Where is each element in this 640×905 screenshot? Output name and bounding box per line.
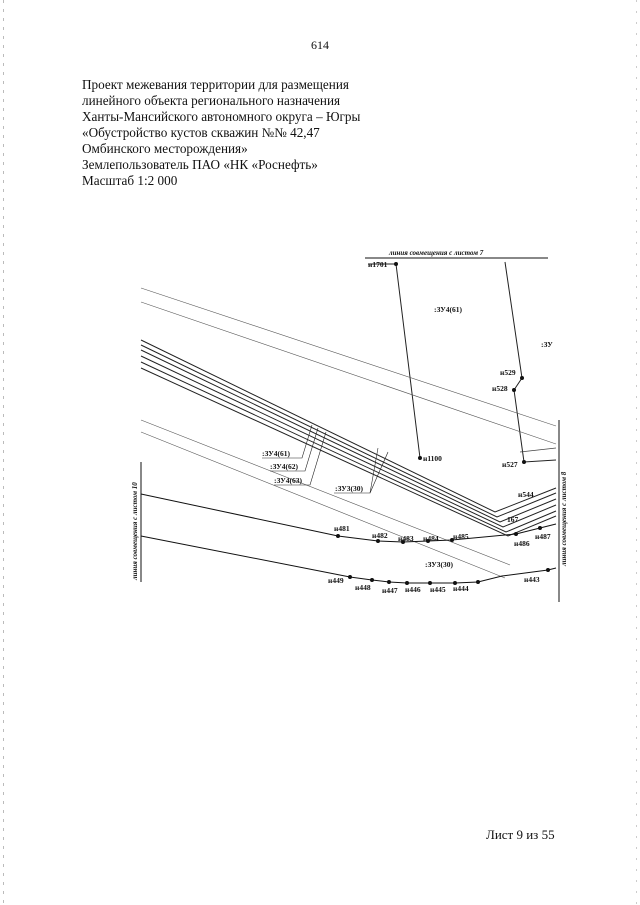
zone-label: :ЗУ4(62) [270,462,299,471]
parcel-boundary-right [504,261,557,463]
point-label: н446 [405,585,421,594]
document-header: Проект межевания территории для размещен… [82,77,360,189]
header-line: Омбинского месторождения» [82,141,248,156]
point-label: н481 [334,524,350,533]
scan-edge-left [3,0,4,905]
point-label: н484 [423,534,439,543]
zone-label: :ЗУ3(30) [425,560,454,569]
point-label: н544 [518,490,534,499]
corridor-lines [140,287,557,579]
header-line: «Обустройство кустов скважин №№ 42,47 [82,125,320,140]
point-label: н527 [502,460,518,469]
sheet-number: Лист 9 из 55 [486,827,555,842]
point-label: н483 [398,534,414,543]
point-label: н444 [453,584,469,593]
zone-label: :ЗУ4(63) [274,476,303,485]
scan-edge-right [636,0,637,905]
leader-lines [262,424,389,494]
header-line: Проект межевания территории для размещен… [82,77,349,92]
point-label: н529 [500,368,516,377]
header-line: Ханты-Мансийского автономного округа – Ю… [82,109,361,124]
zone-label: :ЗУ4(61) [262,449,291,458]
point-label: 167 [507,515,519,524]
point-label: н485 [453,532,469,541]
caption-match-top: линия совмещения с листом 7 [388,249,484,257]
point-label: н482 [372,531,388,540]
point-label: н486 [514,539,530,548]
zone-label: :ЗУ3(30) [335,484,364,493]
parcel-boundary-61 [368,263,421,459]
caption-match-left: линия совмещения с листом 10 [131,482,139,581]
caption-match-right: линия совмещения с листом 8 [560,471,568,567]
point-label: н528 [492,384,508,393]
point-label: н443 [524,575,540,584]
point-label: н1701 [368,260,388,269]
header-line: Масштаб 1:2 000 [82,173,178,188]
zone-label: :ЗУ4(61) [434,305,463,314]
point-label: н445 [430,585,446,594]
point-label: н447 [382,586,398,595]
zone-label: :ЗУ [541,340,553,349]
header-line: Землепользователь ПАО «НК «Роснефть» [82,157,318,172]
page-number: 614 [311,38,329,52]
point-label: н449 [328,576,344,585]
parcel-boundary-top [519,447,557,453]
point-markers [336,262,550,585]
point-label: н448 [355,583,371,592]
point-label: н487 [535,532,551,541]
boundary-481-487 [140,493,557,543]
point-label: н1100 [423,454,442,463]
header-line: линейного объекта регионального назначен… [82,93,341,108]
